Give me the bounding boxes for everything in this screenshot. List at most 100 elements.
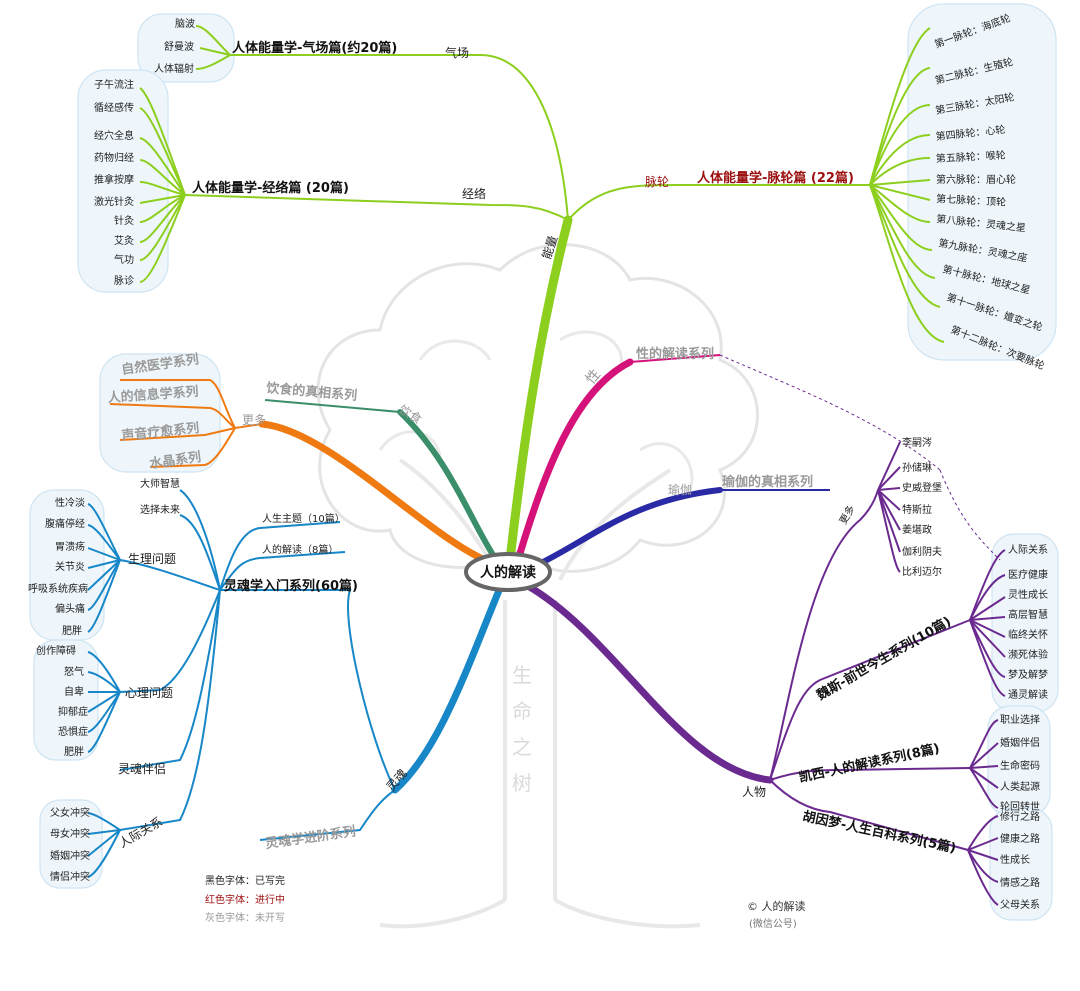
- soul-intro-title[interactable]: 灵魂学入门系列(60篇): [224, 578, 358, 594]
- center-node[interactable]: 人的解读: [464, 552, 552, 592]
- branch-energy: [505, 215, 573, 565]
- physical-item-6: 偏头痛: [55, 602, 85, 615]
- qi-item-2: 舒曼波: [164, 40, 194, 53]
- companion-label[interactable]: 灵魂伴侣: [118, 761, 166, 776]
- physical-item-3: 胃溃疡: [55, 540, 85, 553]
- people-more-label: 更多: [836, 503, 857, 527]
- physical-item-4: 关节炎: [55, 560, 85, 573]
- jingluo-item-9: 气功: [114, 253, 134, 266]
- physical-item-1: 性冷淡: [55, 496, 85, 509]
- more-item-2[interactable]: 人的信息学系列: [107, 384, 199, 406]
- people-more-item-2: 孙储琳: [902, 461, 932, 474]
- tree-of-life-watermark: 生 命 之 树: [316, 243, 759, 929]
- jingluo-branch-label: 经络: [462, 186, 486, 201]
- sex-yoga-labels: 性 性的解读系列 瑜伽 瑜伽的真相系列: [583, 346, 813, 497]
- relations-label[interactable]: 人际关系: [117, 814, 166, 850]
- watermark-char-2: 命: [512, 699, 532, 723]
- legend-done: 黑色字体：已写完: [205, 874, 285, 887]
- weiss-item-5: 临终关怀: [1008, 628, 1048, 641]
- jingluo-item-1: 子午流注: [94, 78, 134, 91]
- jingluo-item-2: 循经感传: [94, 101, 134, 114]
- cayce-item-1: 职业选择: [1000, 713, 1040, 726]
- weiss-item-8: 通灵解读: [1008, 688, 1048, 701]
- cayce-item-3: 生命密码: [1000, 759, 1040, 772]
- main-branches: [258, 215, 774, 794]
- legend-in-progress: 红色字体：进行中: [205, 893, 285, 906]
- branch-sex: [514, 358, 634, 564]
- chakra-branch-label: 脉轮: [645, 174, 669, 189]
- soul-advanced-title[interactable]: 灵魂学进阶系列: [264, 823, 356, 852]
- credit-line-2: (微信公号): [749, 917, 797, 930]
- chakra-item-7: 第七脉轮：顶轮: [936, 192, 1007, 209]
- jingluo-item-5: 推拿按摩: [94, 173, 134, 186]
- weiss-item-7: 梦及解梦: [1008, 668, 1048, 681]
- physical-label[interactable]: 生理问题: [128, 552, 176, 566]
- people-branches: [769, 441, 1006, 906]
- soul-intro-top-item-1: 人生主题（10篇）: [262, 512, 345, 525]
- yoga-title[interactable]: 瑜伽的真相系列: [722, 474, 813, 490]
- weiss-series-title[interactable]: 魏斯-前世今生系列(10篇): [813, 613, 954, 704]
- jingluo-item-7: 针灸: [114, 214, 134, 227]
- jingluo-item-4: 药物归经: [94, 151, 134, 164]
- jingluo-item-6: 激光针灸: [94, 195, 134, 208]
- credit-line-1: © 人的解读: [747, 899, 806, 913]
- mental-item-5: 恐惧症: [58, 725, 88, 738]
- relations-item-1: 父女冲突: [50, 806, 90, 819]
- weiss-item-1: 人际关系: [1008, 543, 1048, 556]
- hu-item-3: 性成长: [1000, 853, 1030, 866]
- sex-yoga-lines: [629, 354, 1001, 561]
- people-more-item-7: 比利迈尔: [902, 565, 942, 578]
- relations-item-2: 母女冲突: [50, 827, 90, 840]
- hu-item-1: 修行之路: [1000, 810, 1040, 823]
- chakra-title[interactable]: 人体能量学-脉轮篇 (22篇): [697, 170, 854, 186]
- more-item-4[interactable]: 水晶系列: [148, 449, 202, 472]
- mental-item-1: 创作障碍: [36, 644, 76, 657]
- physical-item-7: 肥胖: [62, 625, 82, 637]
- jingluo-title[interactable]: 人体能量学-经络篇 (20篇): [192, 180, 349, 196]
- sex-title[interactable]: 性的解读系列: [636, 346, 714, 362]
- branch-yoga: [532, 487, 723, 569]
- people-more-item-6: 伽利阴夫: [902, 545, 942, 558]
- cayce-series-title[interactable]: 凯西-人的解读系列(8篇): [798, 740, 942, 785]
- soul-intro-top-item-2: 人的解读（8篇）: [262, 543, 338, 556]
- people-more-item-4: 特斯拉: [902, 503, 932, 516]
- chakra-item-6: 第六脉轮：眉心轮: [936, 173, 1016, 186]
- weiss-item-3: 灵性成长: [1008, 588, 1048, 601]
- more-branch-label: 更多: [242, 413, 266, 427]
- qi-title[interactable]: 人体能量学-气场篇(约20篇): [232, 40, 397, 56]
- cayce-item-5: 轮回转世: [1000, 800, 1040, 813]
- branch-diet: [397, 409, 498, 561]
- cayce-item-4: 人类起源: [1000, 780, 1040, 793]
- physical-item-5: 呼吸系统疾病: [28, 582, 88, 595]
- weiss-item-4: 高层智慧: [1008, 608, 1048, 621]
- people-branch-label: 人物: [742, 785, 766, 799]
- mental-item-3: 自卑: [64, 685, 84, 698]
- energy-labels: 能量 气场 人体能量学-气场篇(约20篇) 脑波 舒曼波 人体辐射 经络 人体能…: [94, 11, 1046, 372]
- qi-item-3: 人体辐射: [154, 62, 194, 75]
- energy-branches: [139, 25, 945, 343]
- legend: 黑色字体：已写完 红色字体：进行中 灰色字体：未开写: [205, 874, 285, 924]
- mental-label[interactable]: 心理问题: [125, 686, 173, 700]
- watermark-char-1: 生: [512, 663, 532, 687]
- weiss-item-2: 医疗健康: [1008, 568, 1048, 581]
- watermark-char-3: 之: [512, 735, 532, 759]
- mental-item-6: 肥胖: [64, 746, 84, 758]
- legend-pending: 灰色字体：未开写: [205, 911, 285, 924]
- jingluo-item-3: 经穴全息: [94, 129, 134, 142]
- mental-item-4: 抑郁症: [58, 705, 88, 718]
- branch-soul: [391, 584, 504, 794]
- hu-item-5: 父母关系: [1000, 898, 1040, 911]
- relations-item-3: 婚姻冲突: [50, 849, 90, 862]
- hu-item-4: 情感之路: [1000, 876, 1040, 889]
- jingluo-item-8: 艾灸: [114, 234, 134, 247]
- chakra-item-5: 第五脉轮：喉轮: [935, 148, 1006, 165]
- hu-series-title[interactable]: 胡因梦-人生百科系列(5篇): [801, 808, 957, 856]
- branch-people: [524, 582, 774, 784]
- soul-other-item-1: 大师智慧: [140, 477, 180, 490]
- qi-item-1: 脑波: [175, 17, 195, 30]
- people-more-item-1: 李嗣涔: [902, 436, 932, 449]
- watermark-char-4: 树: [512, 771, 532, 795]
- branch-more: [258, 420, 496, 567]
